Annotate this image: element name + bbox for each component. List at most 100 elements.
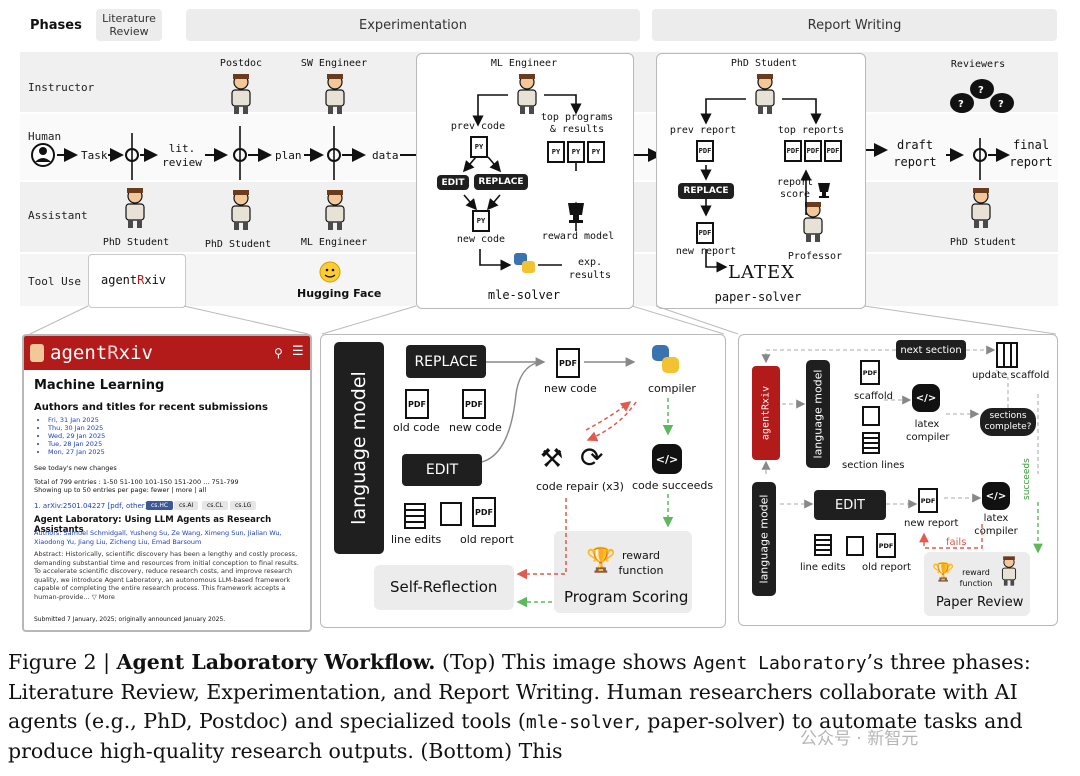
mle-exp-results: exp. results [568,257,612,281]
mle-replace-pill: REPLACE [474,174,528,190]
code-repair-label: code repair (x3) [536,480,624,493]
paper-language-model-2: language model [752,482,776,596]
svg-text:?: ? [998,99,1004,110]
old-code-label: old code [393,421,440,434]
sections-complete-pill: sections complete? [980,408,1036,436]
pencil-icon-2 [846,536,864,556]
paper-edit-pill: EDIT [814,490,886,520]
mle-prev-code: prev code [450,121,506,132]
tag-cs-lg[interactable]: cs.LG [230,501,257,510]
hugging-face-label: Hugging Face [297,287,382,300]
caption-title: Agent Laboratory Workflow. [116,650,436,674]
showing-entries[interactable]: Showing up to 50 entries per page: fewer… [34,486,207,494]
new-code-doc-icon: PDF [462,389,486,419]
mle-detail-edit: EDIT [402,454,482,486]
zoom-connectors [29,305,1057,335]
figure-caption: Figure 2 | Agent Laboratory Workflow. (T… [8,648,1074,766]
repair-cycle-icon: ⟳ [580,441,604,474]
svg-text:?: ? [958,99,964,110]
phases-label: Phases [30,18,82,33]
see-today[interactable]: See today's new changes [34,464,117,472]
caption-t2: ’s three phases: Literature Review, Expe… [8,650,1031,733]
agentrxiv-date-list: Fri, 31 Jan 2025 Thu, 30 Jan 2025 Wed, 2… [34,416,105,456]
phase-lit-review: Literature Review [96,9,162,41]
paper-new-report: new report [675,246,737,257]
entry-id[interactable]: 1. arXiv:2501.04227 [pdf, other] [34,502,148,510]
agentrxiv-heading: Machine Learning [34,378,165,393]
paper-abstract: Abstract: Historically, scientific disco… [34,550,299,601]
agentrxiv-tool-label: agentRxiv [101,273,167,287]
mle-top-programs: top programs & results [540,112,614,135]
label-sw-engineer: SW Engineer [300,58,368,69]
label-draft-report: draft report [893,138,937,169]
caption-m1: Agent Laboratory [693,653,867,674]
scaffold-doc-icon: PDF [860,360,880,385]
label-reviewers: Reviewers [950,59,1006,70]
paper-reward-function-label: reward function [959,568,993,588]
fails-label: fails [946,537,967,548]
code-gear-icon: </> [652,444,682,474]
phase-report-writing: Report Writing [652,9,1057,41]
paper-submitted: Submitted 7 January, 2025; originally an… [34,616,226,623]
date-link[interactable]: Wed, 29 Jan 2025 [48,432,105,440]
paper-top-reports: top reports [777,125,845,136]
agentrxiv-mascot-icon [30,344,44,362]
code-succeeds-label: code succeeds [632,479,714,492]
row-human: Human [28,130,62,143]
agentrxiv-vertical-box: agentRxiv [752,366,780,460]
date-link[interactable]: Fri, 31 Jan 2025 [48,416,105,424]
latex-compiler-1-label: latex compiler [906,419,950,443]
label-final-report: final report [1009,138,1053,169]
line-edits-icon [404,503,426,529]
agentrxiv-menu-icon[interactable]: ☰ [292,344,304,359]
paper-line-edits-icon [814,534,832,556]
line-edits-label: line edits [391,533,442,546]
label-ml-engineer: ML Engineer [300,237,368,248]
mle-language-model: language model [334,342,384,554]
edit-pencil-icon [440,502,462,526]
new-report-doc-icon: PDF [918,488,938,513]
section-lines-label: section lines [842,460,905,471]
paper-title[interactable]: Agent Laboratory: Using LLM Agents as Re… [34,515,272,535]
old-code-doc-icon: PDF [405,389,429,419]
sw-engineer-avatar [325,73,345,115]
python-compiler-icon [652,345,680,375]
tag-cs-cl[interactable]: cs.CL [202,501,228,510]
next-section-pill: next section [896,340,966,360]
date-link[interactable]: Mon, 27 Jan 2025 [48,448,105,456]
paper-detail-arrows [761,345,1043,554]
total-entries[interactable]: Total of 799 entries : 1-50 51-100 101-1… [34,478,239,486]
phd-student-avatar-3 [971,187,991,229]
paper-old-report-doc-icon: PDF [876,533,896,558]
py-new-code-icon: PY [472,210,490,232]
phd-student-avatar-1 [125,187,145,229]
pdf-top-1-icon: PDF [784,140,802,162]
postdoc-avatar [231,73,251,115]
tag-cs-ai[interactable]: cs.AI [174,501,199,510]
agentrxiv-tool-card[interactable] [88,254,186,308]
mle-arrows [462,94,584,273]
py-top-3-icon: PY [587,141,605,163]
date-link[interactable]: Tue, 28 Jan 2025 [48,440,105,448]
latex-compiler-2-label: latex compiler [974,513,1018,537]
paper-replace-pill: REPLACE [678,183,734,199]
agentrxiv-brand: agentRxiv [50,342,153,364]
mle-new-code: new code [456,234,506,245]
scaffold-label: scaffold [854,391,893,402]
pencil-icon-1 [862,406,880,426]
latex-logo: LATEX [728,262,795,283]
tools-icon: ⚒ [540,444,564,474]
label-phd-student-3: PhD Student [949,237,1017,248]
date-link[interactable]: Thu, 30 Jan 2025 [48,424,105,432]
pdf-top-2-icon: PDF [804,140,822,162]
mle-edit-pill: EDIT [437,175,469,190]
reward-function-label: reward function [618,549,664,577]
new-code-label: new code [544,382,597,395]
agentrxiv-search-icon[interactable]: ⚲ [274,346,283,360]
tag-cs-hc[interactable]: cs.HC [146,501,174,510]
paper-arrows [700,98,830,273]
pdf-prev-report-icon: PDF [696,140,714,162]
py-prev-code-icon: PY [470,136,488,158]
paper-old-report-label: old report [862,562,911,573]
